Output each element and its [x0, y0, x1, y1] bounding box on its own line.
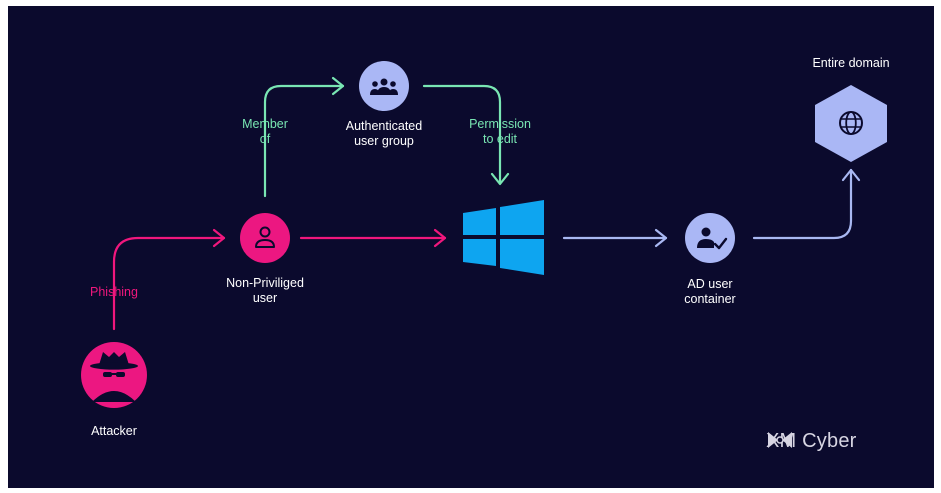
permission-label-line1: Permission — [469, 117, 531, 131]
diagram-graphics — [81, 61, 887, 408]
user-label: Non-Priviliged user — [210, 276, 320, 306]
member-of-label: Member of — [225, 117, 305, 147]
attack-path-diagram: Attacker Phishing Non-Priviliged user Me… — [8, 6, 934, 488]
attacker-label: Attacker — [91, 424, 137, 438]
xm-cyber-logo-icon — [768, 432, 792, 448]
domain-label: Entire domain — [812, 56, 890, 70]
windows-to-container-arrowhead — [654, 228, 668, 248]
permission-arrowhead — [490, 172, 510, 186]
member-of-arrow — [263, 84, 345, 198]
user-label-line1: Non-Priviliged — [226, 276, 304, 290]
container-label-line2: container — [684, 292, 736, 306]
permission-label-line2: to edit — [482, 132, 518, 146]
container-to-domain-arrowhead — [841, 168, 861, 182]
group-label: Authenticated user group — [329, 119, 439, 149]
windows-logo-icon — [463, 200, 544, 275]
group-label-line1: Authenticated — [345, 119, 423, 133]
user-label-line2: user — [252, 291, 278, 305]
phishing-arrow — [112, 236, 226, 331]
user-check-icon — [685, 213, 735, 263]
container-label: AD user container — [660, 277, 760, 307]
phishing-arrowhead — [212, 228, 226, 248]
group-icon — [359, 61, 409, 111]
brand-logo: XM Cyber — [766, 430, 857, 453]
member-of-label-line2: of — [259, 132, 271, 146]
permission-label: Permission to edit — [450, 117, 550, 147]
container-to-domain-arrow — [752, 168, 853, 240]
permission-arrow — [422, 84, 502, 185]
container-label-line1: AD user — [687, 277, 733, 291]
globe-icon — [815, 85, 887, 162]
user-icon — [240, 213, 290, 263]
user-to-windows-arrowhead — [433, 228, 447, 248]
phishing-label: Phishing — [90, 285, 138, 299]
group-label-line2: user group — [354, 134, 414, 148]
member-of-label-line1: Member — [242, 117, 288, 131]
member-of-arrowhead — [331, 76, 345, 96]
spy-icon — [81, 342, 147, 408]
